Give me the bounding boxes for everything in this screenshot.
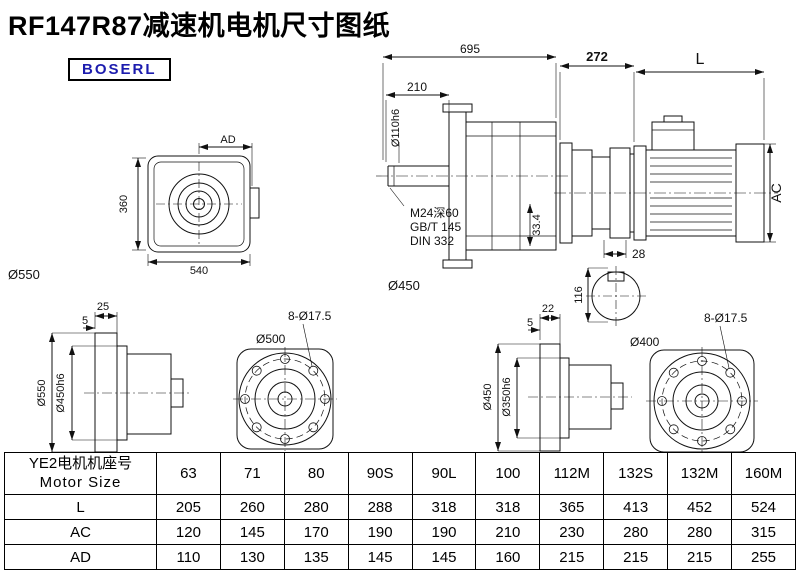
cell: 215 — [667, 544, 733, 570]
cell: 160 — [475, 544, 541, 570]
dim-116: 116 — [573, 286, 585, 304]
view-reducer-front: AD 360 540 Ø550 — [8, 134, 260, 282]
dim-shaft-dia: Ø110h6 — [390, 109, 402, 147]
table-header-row: YE2电机机座号 Motor Size 63 71 80 90S 90L 100… — [4, 452, 796, 495]
cell: 318 — [411, 494, 477, 520]
cell: 255 — [731, 544, 796, 570]
dim-bolts-400: 8-Ø17.5 — [704, 311, 748, 325]
brand-logo: BOSERL — [68, 58, 171, 81]
dim-5a: 5 — [82, 315, 88, 327]
row-label: AD — [4, 544, 157, 570]
view-flange-side-550: 25 5 Ø550 Ø450h6 — [36, 301, 190, 452]
cell: 318 — [475, 494, 541, 520]
cell: 110 — [156, 544, 221, 570]
cell: 145 — [219, 519, 285, 545]
dim-bolts-500: 8-Ø17.5 — [288, 309, 332, 323]
dim-dia450h6: Ø450h6 — [55, 373, 67, 412]
dim-5b: 5 — [527, 317, 533, 329]
label-thread: M24深60 — [410, 206, 459, 220]
col-header: 132S — [603, 452, 669, 495]
dim-210: 210 — [407, 80, 427, 94]
cell: 365 — [539, 494, 605, 520]
col-header: 63 — [156, 452, 221, 495]
page-title: RF147R87减速机电机尺寸图纸 — [8, 11, 391, 41]
dim-dia350h6: Ø350h6 — [501, 377, 513, 416]
col-header: 100 — [475, 452, 541, 495]
cell: 260 — [219, 494, 285, 520]
dim-dia550b: Ø550 — [36, 380, 48, 407]
dim-28: 28 — [632, 247, 646, 261]
dim-272: 272 — [586, 49, 608, 64]
cell: 315 — [731, 519, 796, 545]
cell: 280 — [283, 494, 349, 520]
cell: 452 — [667, 494, 733, 520]
cell: 215 — [539, 544, 605, 570]
cell: 190 — [347, 519, 413, 545]
col-header: 80 — [283, 452, 349, 495]
dim-22: 22 — [542, 303, 554, 315]
col-header: 90L — [411, 452, 477, 495]
cell: 210 — [475, 519, 541, 545]
row-label: L — [4, 494, 157, 520]
dim-dia550-label: Ø550 — [8, 267, 40, 282]
dim-540: 540 — [190, 265, 208, 277]
table-row-l: L 205 260 280 288 318 318 365 413 452 52… — [4, 494, 796, 520]
col-header: 132M — [667, 452, 733, 495]
motor-size-table: YE2电机机座号 Motor Size 63 71 80 90S 90L 100… — [4, 452, 796, 570]
cell: 170 — [283, 519, 349, 545]
cell: 135 — [283, 544, 349, 570]
dim-25: 25 — [97, 301, 109, 313]
technical-drawing: AD 360 540 Ø550 695 210 — [8, 42, 784, 452]
view-flange-front-400: 8-Ø17.5 Ø400 — [630, 311, 758, 452]
label-din: DIN 332 — [410, 234, 454, 248]
cell: 215 — [603, 544, 669, 570]
dim-360: 360 — [118, 195, 130, 213]
cell: 288 — [347, 494, 413, 520]
dim-dia450c: Ø450 — [482, 384, 494, 411]
cell: 524 — [731, 494, 796, 520]
cell: 280 — [603, 519, 669, 545]
col-header: 112M — [539, 452, 605, 495]
label-gbt: GB/T 145 — [410, 220, 461, 234]
cell: 205 — [156, 494, 221, 520]
dim-ac: AC — [768, 183, 784, 202]
view-reducer-side: 695 210 Ø110h6 — [376, 42, 570, 293]
cell: 280 — [667, 519, 733, 545]
corner-line1: YE2电机机座号 — [28, 454, 133, 472]
cell: 413 — [603, 494, 669, 520]
corner-line2: Motor Size — [39, 473, 122, 491]
dim-dia500: Ø500 — [256, 332, 286, 346]
dim-33-4: 33.4 — [531, 214, 543, 235]
cell: 145 — [411, 544, 477, 570]
cell: 230 — [539, 519, 605, 545]
table-corner: YE2电机机座号 Motor Size — [4, 452, 157, 495]
cell: 130 — [219, 544, 285, 570]
table-row-ac: AC 120 145 170 190 190 210 230 280 280 3… — [4, 519, 796, 545]
cell: 120 — [156, 519, 221, 545]
table-row-ad: AD 110 130 135 145 145 160 215 215 215 2… — [4, 544, 796, 570]
dim-L: L — [696, 51, 705, 68]
cell: 145 — [347, 544, 413, 570]
dim-ad: AD — [220, 134, 235, 146]
col-header: 71 — [219, 452, 285, 495]
dim-dia400: Ø400 — [630, 335, 660, 349]
col-header: 90S — [347, 452, 413, 495]
dim-dia450-label: Ø450 — [388, 278, 420, 293]
view-motor-assembly: 272 L AC — [554, 49, 784, 326]
row-label: AC — [4, 519, 157, 545]
view-flange-side-450: 22 5 Ø450 Ø350h6 — [482, 303, 632, 452]
col-header: 160M — [731, 452, 796, 495]
view-flange-front-500: 8-Ø17.5 Ø500 — [233, 309, 337, 451]
dim-695: 695 — [460, 42, 480, 56]
cell: 190 — [411, 519, 477, 545]
